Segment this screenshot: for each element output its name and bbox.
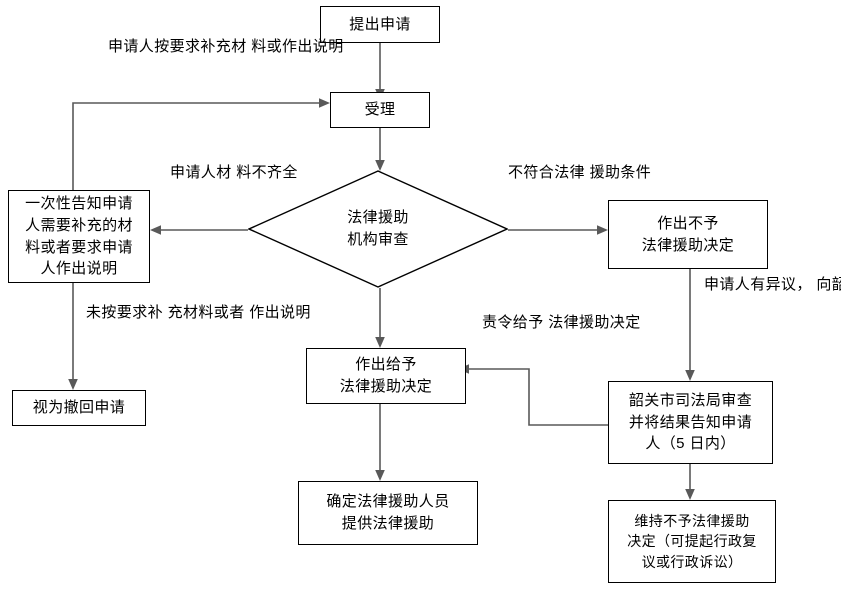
arrowhead-review-to-notify — [150, 225, 161, 235]
edge-label-no-supplement-line3: 作出说明 — [249, 304, 311, 321]
node-submit-application[interactable]: 提出申请 — [320, 6, 440, 43]
edge-label-not-eligible-line1: 不符合法律 — [508, 164, 586, 181]
node-uphold-refusal-line3: 议或行政诉讼） — [641, 553, 743, 570]
node-deemed-withdrawn-line1: 视为撤回申请 — [32, 399, 126, 417]
node-grant-decision-line1: 作出给予 — [355, 356, 417, 374]
edge-label-not-eligible-line2: 援助条件 — [589, 164, 652, 181]
edge-label-order-grant-line1: 责令给予 — [482, 314, 544, 331]
edge-label-no-supplement: 未按要求补 充材料或者 作出说明 — [86, 302, 310, 324]
node-uphold-refusal[interactable]: 维持不予法律援助 决定（可提起行政复 议或行政诉讼） — [608, 500, 776, 583]
arrowhead-refuse-to-bureau — [685, 370, 695, 381]
node-submit-application-line1: 提出申请 — [349, 15, 411, 33]
arrowhead-notify-to-withdrawn — [68, 379, 78, 390]
node-grant-decision[interactable]: 作出给予 法律援助决定 — [306, 348, 466, 404]
edge-label-order-grant: 责令给予 法律援助决定 — [482, 312, 640, 334]
edge-label-resubmit-line2: 料或作出说明 — [251, 38, 344, 55]
edge-label-incomplete-materials-line1: 申请人材 — [170, 164, 232, 181]
arrowhead-grant-to-assign — [375, 470, 385, 481]
node-uphold-refusal-line2: 决定（可提起行政复 — [627, 533, 757, 550]
node-bureau-review-line2: 并将结果告知申请 — [628, 413, 753, 431]
node-one-time-notice[interactable]: 一次性告知申请 人需要补充的材 料或者要求申请 人作出说明 — [8, 190, 150, 283]
node-one-time-notice-line2: 人需要补充的材 — [25, 216, 133, 234]
node-one-time-notice-line3: 料或者要求申请 — [25, 238, 133, 256]
edge-label-no-supplement-line2: 充材料或者 — [167, 304, 245, 321]
node-refusal-decision-line1: 作出不予 — [657, 214, 719, 232]
edge-label-no-supplement-line1: 未按要求补 — [86, 304, 164, 321]
edge-label-order-grant-line2: 法律援助决定 — [548, 314, 641, 331]
diamond-shape — [248, 170, 508, 288]
arrowhead-notify-back-to-accept — [319, 98, 330, 108]
node-grant-decision-line2: 法律援助决定 — [339, 378, 433, 395]
arrowhead-accept-to-review — [375, 160, 385, 171]
node-accept-case-line1: 受理 — [364, 101, 396, 119]
node-uphold-refusal-line1: 维持不予法律援助 — [634, 513, 750, 530]
node-refusal-decision-line2: 法律援助决定 — [641, 236, 735, 254]
edge-label-resubmit-line1: 申请人按要求补充材 — [108, 38, 247, 55]
node-legal-aid-review-decision[interactable]: 法律援助 机构审查 — [248, 170, 508, 288]
node-assign-legal-aid-staff-line2: 提供法律援助 — [341, 515, 435, 532]
edge-bureau-to-grant — [466, 368, 608, 426]
node-assign-legal-aid-staff-line1: 确定法律援助人员 — [326, 493, 450, 511]
edge-label-objection: 申请人有异议， 向韶关市司法局 提出（收到决定 之日起 15 日内） — [704, 274, 841, 296]
edge-label-objection-line2: 向韶关市司法局 — [816, 276, 841, 293]
arrowhead-review-to-refuse — [597, 225, 608, 235]
node-one-time-notice-line1: 一次性告知申请 — [25, 195, 133, 212]
node-deemed-withdrawn[interactable]: 视为撤回申请 — [12, 390, 146, 426]
arrowhead-bureau-to-uphold — [685, 489, 695, 500]
edge-label-not-eligible: 不符合法律 援助条件 — [508, 162, 651, 184]
node-accept-case[interactable]: 受理 — [330, 92, 430, 128]
node-bureau-review-line3: 人（5 日内） — [645, 435, 736, 453]
node-bureau-review[interactable]: 韶关市司法局审查 并将结果告知申请 人（5 日内） — [608, 381, 773, 464]
edge-label-incomplete-materials: 申请人材 料不齐全 — [170, 162, 297, 184]
node-bureau-review-line1: 韶关市司法局审查 — [628, 391, 753, 409]
edge-notify-back-to-accept — [72, 102, 322, 190]
edge-label-incomplete-materials-line2: 料不齐全 — [236, 164, 298, 181]
node-one-time-notice-line4: 人作出说明 — [40, 260, 118, 278]
edge-label-resubmit: 申请人按要求补充材 料或作出说明 — [108, 36, 343, 58]
node-refusal-decision[interactable]: 作出不予 法律援助决定 — [608, 200, 768, 269]
node-assign-legal-aid-staff[interactable]: 确定法律援助人员 提供法律援助 — [298, 481, 478, 545]
arrowhead-review-to-grant — [375, 337, 385, 348]
edge-label-objection-line1: 申请人有异议， — [704, 276, 812, 293]
